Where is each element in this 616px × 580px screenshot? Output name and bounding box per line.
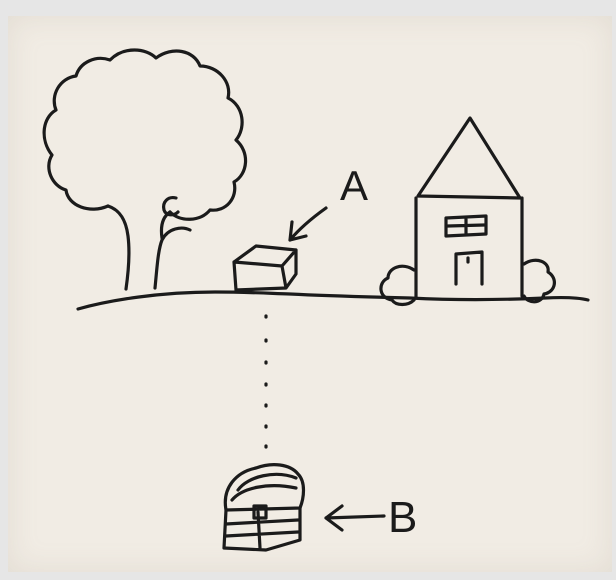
house-walls (416, 198, 522, 298)
house-door (456, 252, 482, 284)
chest-lid (225, 465, 303, 510)
house-window (446, 216, 486, 236)
house-roof (418, 118, 520, 198)
treasure-chest-icon (224, 465, 304, 550)
ground-line (78, 292, 588, 309)
tree-icon (44, 50, 245, 289)
chest-body (224, 508, 300, 550)
arrow-a (290, 208, 326, 240)
label-a: A (340, 162, 368, 209)
tree-canopy (44, 50, 245, 219)
house-icon (416, 118, 522, 298)
arrow-b (326, 506, 384, 530)
label-b: B (388, 493, 417, 542)
bush-right (524, 260, 554, 301)
box-outline (234, 246, 296, 290)
box-icon (234, 246, 296, 290)
